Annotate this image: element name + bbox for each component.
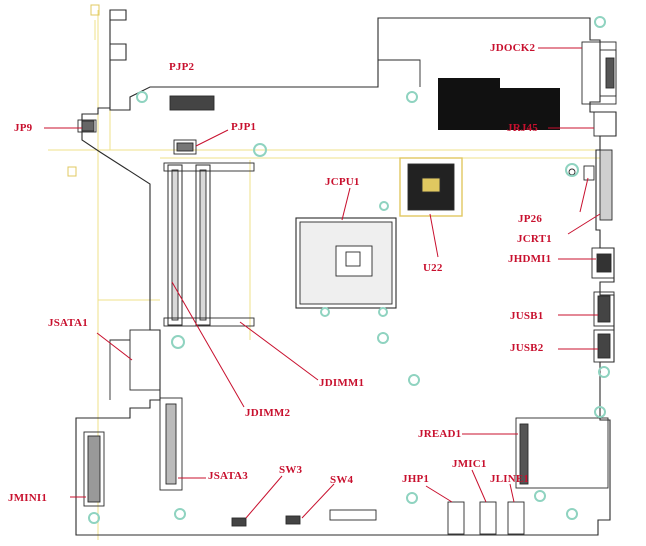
label-pjp2: PJP2: [169, 61, 195, 73]
label-jusb1: JUSB1: [510, 310, 544, 322]
label-jusb2: JUSB2: [510, 342, 544, 354]
label-jdimm1: JDIMM1: [319, 377, 365, 389]
mounting-holes: [88, 16, 610, 524]
ref-marker: [90, 4, 100, 16]
components: [81, 41, 617, 535]
label-jsata3: JSATA3: [208, 470, 248, 482]
label-jhp1: JHP1: [402, 473, 430, 485]
ref-marker: [67, 166, 77, 177]
board-features: [77, 59, 421, 400]
label-jline1: JLINE1: [490, 473, 530, 485]
label-jcrt1: JCRT1: [517, 233, 552, 245]
label-jdimm2: JDIMM2: [245, 407, 291, 419]
label-sw4: SW4: [330, 474, 354, 486]
label-u22: U22: [423, 262, 443, 274]
label-pjp1: PJP1: [231, 121, 257, 133]
leader-lines: [44, 47, 601, 519]
label-jhdmi1: JHDMI1: [508, 253, 552, 265]
label-jp9: JP9: [14, 122, 33, 134]
label-jcpu1: JCPU1: [325, 176, 360, 188]
label-jsata1: JSATA1: [48, 317, 88, 329]
label-jdock2: JDOCK2: [490, 42, 536, 54]
label-jread1: JREAD1: [418, 428, 462, 440]
label-jrj45: JRJ45: [507, 122, 538, 134]
label-jmini1: JMINI1: [8, 492, 48, 504]
label-sw3: SW3: [279, 464, 303, 476]
label-jp26: JP26: [518, 213, 543, 225]
keepout-area: [438, 78, 560, 130]
label-jmic1: JMIC1: [452, 458, 487, 470]
